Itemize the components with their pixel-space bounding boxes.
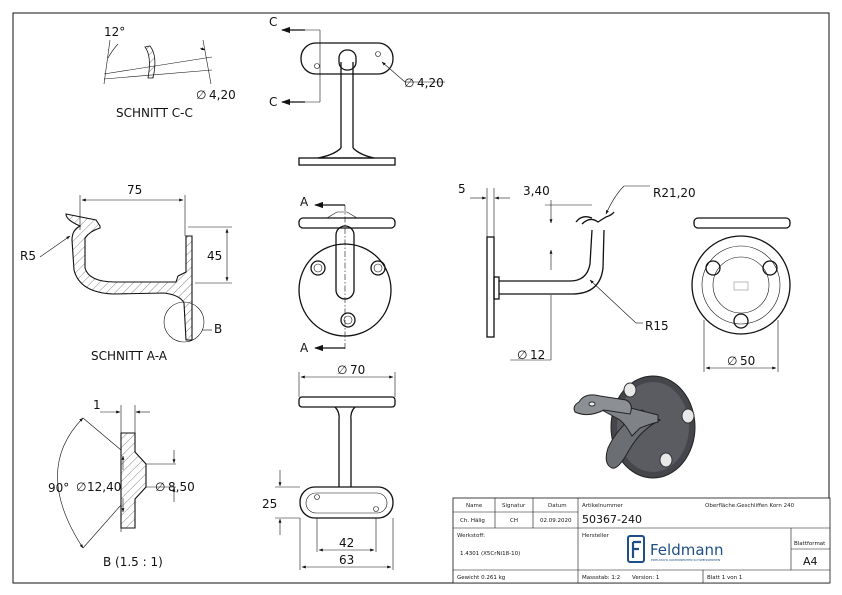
title-block: Name Signatur Datum Ch. Hälig CH 02.09.2… — [452, 497, 831, 584]
weight: Gewicht 0.261 kg — [457, 575, 505, 581]
section-aa-view: 75 45 R5 B SCHNITT A-A — [20, 183, 232, 363]
col-date: Datum — [548, 503, 567, 509]
dia-symbol-bottom: ∅ — [727, 354, 737, 368]
angle-90-label: 90° — [48, 481, 69, 495]
dia-8-50-label: 8,50 — [168, 480, 195, 494]
r21-20-label: R21,20 — [653, 186, 696, 200]
version: Version: 1 — [632, 575, 659, 581]
dia-70-label: 70 — [350, 363, 365, 377]
dia-symbol-detail-1: ∅ — [76, 480, 86, 494]
signature-value: CH — [510, 518, 518, 524]
col-name: Name — [466, 503, 483, 509]
feldmann-logo: Feldmann EDELSTAHL KOMPONENTEN SCHWEISSE… — [627, 535, 724, 563]
dia-12-label: 12 — [530, 348, 545, 362]
dia-symbol-side: ∅ — [517, 348, 527, 362]
surface-label: Oberfläche: — [705, 503, 737, 509]
r5-label: R5 — [20, 249, 36, 263]
dim-3-40-label: 3,40 — [523, 184, 550, 198]
r15-label: R15 — [645, 319, 669, 333]
detail-b-view: 1 90° ∅ 12,40 ∅ 8,50 B (1.5 : 1) — [48, 398, 195, 569]
section-aa-title: SCHNITT A-A — [91, 349, 168, 363]
dim-42-label: 42 — [339, 536, 354, 550]
dim-75-label: 75 — [127, 183, 142, 197]
dim-63-label: 63 — [339, 553, 354, 567]
article-number: 50367-240 — [582, 513, 642, 526]
top-view: C C ∅ 4,20 — [269, 15, 445, 166]
format-value: A4 — [803, 555, 818, 568]
material-label: Werkstoff: — [457, 533, 485, 539]
dia-12-40-label: 12,40 — [87, 480, 121, 494]
manufacturer-label: Hersteller — [582, 533, 610, 539]
sheet-number: Blatt 1 von 1 — [707, 575, 742, 581]
detail-marker-b: B — [214, 322, 222, 336]
dia-symbol-detail-2: ∅ — [155, 480, 165, 494]
logo-subtitle: EDELSTAHL KOMPONENTEN SCHWEISSEREIEN — [651, 558, 720, 562]
dia-symbol-top: ∅ — [404, 76, 414, 90]
section-marker-a-bottom: A — [300, 341, 309, 355]
dia-symbol: ∅ — [196, 88, 206, 102]
surface-value: Geschliffen Korn 240 — [737, 503, 795, 509]
angle-12-label: 12° — [104, 25, 125, 39]
drawing-frame — [12, 12, 830, 584]
iso-preview-image — [573, 375, 696, 479]
col-signature: Signatur — [502, 503, 526, 509]
format-label: Blattformat — [794, 541, 826, 547]
dim-1-label: 1 — [93, 398, 101, 412]
name-value: Ch. Hälig — [460, 518, 485, 524]
section-marker-c-top: C — [269, 15, 277, 29]
dim-45-label: 45 — [207, 249, 222, 263]
dim-25-label: 25 — [262, 497, 277, 511]
dia-4-20-cc-label: 4,20 — [209, 88, 236, 102]
dia-symbol-lower: ∅ — [337, 363, 347, 377]
logo-text: Feldmann — [650, 541, 724, 559]
section-marker-a-top: A — [300, 195, 309, 209]
detail-b-title: B (1.5 : 1) — [103, 555, 163, 569]
scale: Massstab: 1:2 — [582, 575, 620, 581]
dia-50-label: 50 — [740, 354, 755, 368]
side-view: 5 3,40 R21,20 R15 ∅ 12 — [458, 182, 696, 362]
material-value: 1.4301 (X5CrNi18-10) — [460, 551, 520, 557]
section-cc-title: SCHNITT C-C — [116, 106, 193, 120]
section-cc-view: 12° ∅ 4,20 SCHNITT C-C — [103, 25, 236, 120]
section-marker-c-bottom: C — [269, 95, 277, 109]
bottom-view: ∅ 50 — [691, 217, 791, 372]
lower-front-view: ∅ 70 25 42 63 — [262, 363, 396, 570]
date-value: 02.09.2020 — [540, 518, 572, 524]
dia-4-20-top-label: 4,20 — [417, 76, 444, 90]
dim-5-label: 5 — [458, 182, 466, 196]
front-view: A A — [298, 195, 396, 355]
article-label: Artikelnummer — [582, 503, 624, 509]
